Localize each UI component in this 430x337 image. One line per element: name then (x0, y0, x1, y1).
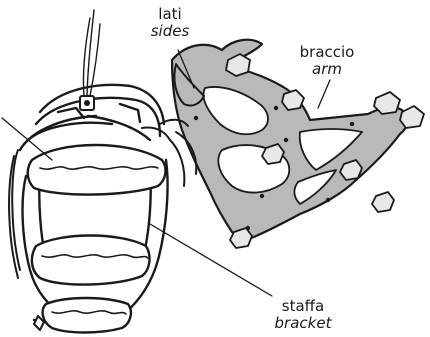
upper-rubber-band (28, 145, 166, 195)
label-arm: braccio arm (282, 44, 372, 78)
label-sides-en: sides (135, 23, 205, 40)
left-pointer (2, 118, 52, 160)
label-arm-en: arm (282, 61, 372, 78)
bottom-rubber-band (43, 298, 131, 333)
lower-rubber-band (32, 236, 150, 285)
label-arm-it: braccio (282, 44, 372, 61)
label-bracket: staffa bracket (258, 298, 348, 332)
toe-cage (20, 85, 168, 325)
front-buckle (80, 10, 100, 110)
label-bracket-en: bracket (258, 315, 348, 332)
label-bracket-it: staffa (258, 298, 348, 315)
label-sides-it: lati (135, 6, 205, 23)
label-sides: lati sides (135, 6, 205, 40)
